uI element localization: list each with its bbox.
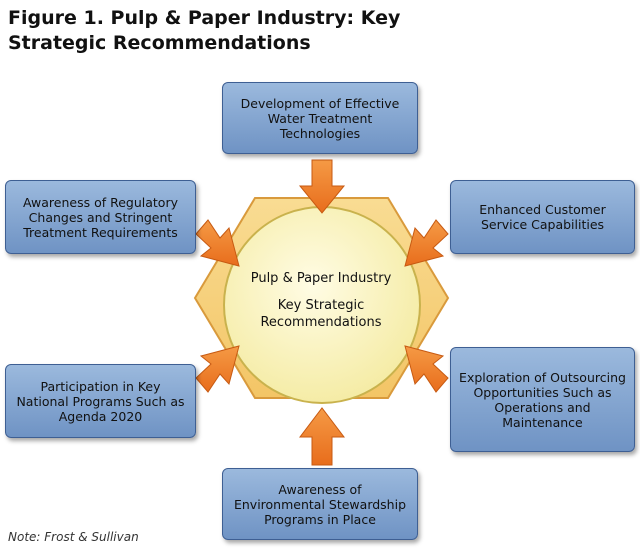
arrow-bottom xyxy=(298,407,346,466)
arrow-top xyxy=(298,159,346,214)
center-title: Pulp & Paper Industry xyxy=(250,271,392,286)
recommendation-box-national-programs: Participation in Key National Programs S… xyxy=(5,364,196,438)
recommendation-box-customer-service: Enhanced Customer Service Capabilities xyxy=(450,180,635,254)
recommendation-box-water-treatment: Development of Effective Water Treatment… xyxy=(222,82,418,154)
center-subtitle: Key Strategic Recommendations xyxy=(260,298,382,330)
arrow-upper-right xyxy=(404,219,449,267)
arrow-lower-right xyxy=(404,345,449,393)
recommendation-box-environmental-stewardship: Awareness of Environmental Stewardship P… xyxy=(222,468,418,540)
arrow-lower-left xyxy=(195,345,240,393)
arrow-upper-left xyxy=(195,219,240,267)
recommendation-box-outsourcing: Exploration of Outsourcing Opportunities… xyxy=(450,347,635,452)
center-label: Pulp & Paper Industry Key Strategic Reco… xyxy=(232,270,410,331)
source-note: Note: Frost & Sullivan xyxy=(8,530,139,544)
figure-title: Figure 1. Pulp & Paper Industry: Key Str… xyxy=(8,7,401,54)
recommendation-box-regulatory-awareness: Awareness of Regulatory Changes and Stri… xyxy=(5,180,196,254)
